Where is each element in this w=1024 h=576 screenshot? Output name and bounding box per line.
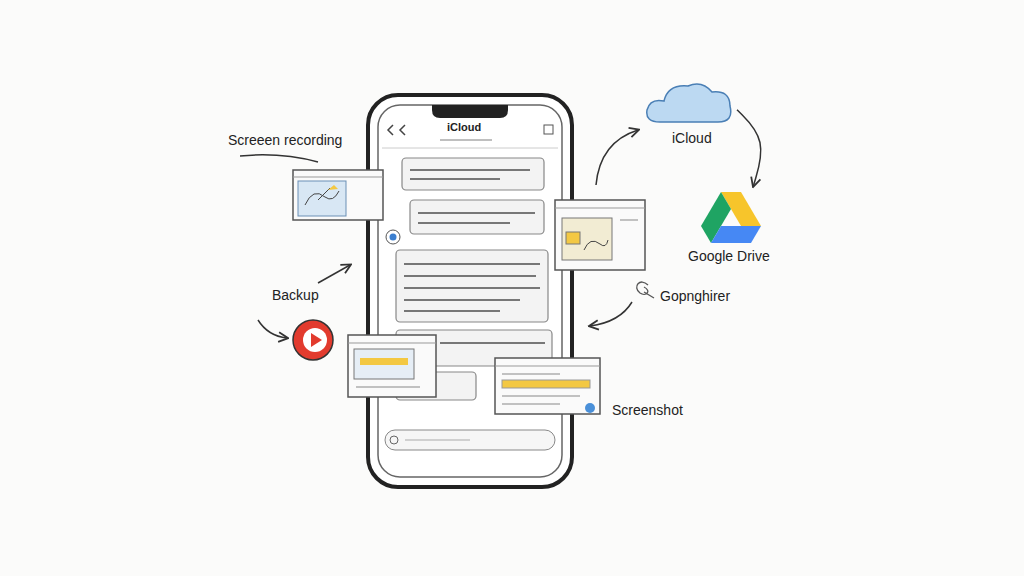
text-line: [404, 275, 536, 277]
card-line: [502, 404, 560, 405]
card-frame: [495, 358, 600, 414]
text-line: [404, 263, 540, 265]
card-line: [356, 387, 420, 388]
drive-blue: [711, 226, 761, 243]
input-placeholder: [405, 440, 470, 441]
sketch-label: Gopnghirer: [660, 288, 730, 304]
side-button-dot: [390, 234, 397, 241]
card-line: [502, 396, 580, 397]
screenshot-card: [293, 170, 383, 220]
sync-arrow: [596, 130, 638, 185]
message-bubble: [410, 200, 544, 234]
sketch-label: Screeen recording: [228, 132, 342, 148]
icon-node: Google Drive: [688, 188, 770, 264]
card-highlight: [566, 232, 580, 244]
card-line: [502, 374, 560, 375]
card-header: [495, 366, 600, 367]
record-circle: [293, 320, 333, 360]
sketch-label: iCloud: [447, 121, 481, 133]
text-line: [410, 169, 530, 171]
text-line: [418, 212, 535, 214]
input-icon: [390, 436, 398, 444]
back-chevrons: [388, 125, 405, 135]
card-image: [562, 218, 612, 260]
card-frame: [293, 170, 383, 220]
card-frame: [348, 335, 436, 397]
text-line: [410, 178, 500, 180]
card-line: [620, 220, 638, 221]
card-highlight: [360, 358, 408, 365]
flow-arrow: [737, 110, 761, 186]
phone-body: [368, 95, 572, 487]
message-lines: [404, 170, 545, 343]
record-inner: [303, 328, 327, 352]
card-header: [348, 343, 436, 344]
header-rule: [382, 148, 558, 149]
record-arrow: [258, 320, 287, 338]
text-line: [404, 287, 540, 289]
sketch-arrows: [240, 130, 638, 338]
icon-node: iCloud: [645, 80, 735, 146]
card-sketch: [305, 188, 339, 205]
input-bar: [385, 430, 555, 450]
hook-icon: [637, 282, 654, 298]
message-bubble: [396, 250, 548, 322]
phone-notch: [432, 105, 508, 118]
card-image: [298, 181, 346, 216]
backup-arrow: [318, 265, 350, 283]
screenshot-card: [555, 200, 645, 270]
node-label: Google Drive: [688, 248, 770, 264]
header-icon: [544, 125, 553, 134]
card-sketch: [584, 240, 608, 250]
side-button: [386, 230, 400, 244]
cloud-shape: [647, 84, 731, 122]
card-header: [293, 177, 383, 178]
card-image: [354, 349, 414, 379]
text-line: [440, 342, 545, 344]
sketch-label: Backup: [272, 287, 319, 303]
play-triangle: [311, 333, 322, 347]
node-label: iCloud: [645, 130, 735, 146]
screenshot-card: [495, 358, 600, 414]
message-bubble: [402, 158, 544, 190]
text-line: [418, 222, 510, 224]
phone-illustration: [368, 95, 572, 487]
drive-logo: [693, 188, 765, 246]
card-highlight: [328, 185, 338, 190]
return-arrow: [590, 302, 632, 326]
header-subtext: [440, 139, 492, 141]
text-line: [404, 310, 500, 312]
screenshot-cards: [293, 170, 645, 414]
text-line: [404, 299, 520, 301]
screenshot-card: [348, 335, 436, 397]
sketch-label: Screenshot: [612, 402, 683, 418]
blue-dot: [585, 403, 595, 413]
card-frame: [555, 200, 645, 270]
card-header: [555, 208, 645, 209]
phone-screen: [378, 105, 562, 477]
underline-stroke: [240, 155, 318, 162]
card-highlight: [502, 380, 590, 388]
cloud-icon: [645, 80, 735, 128]
record-icon: [293, 320, 333, 360]
